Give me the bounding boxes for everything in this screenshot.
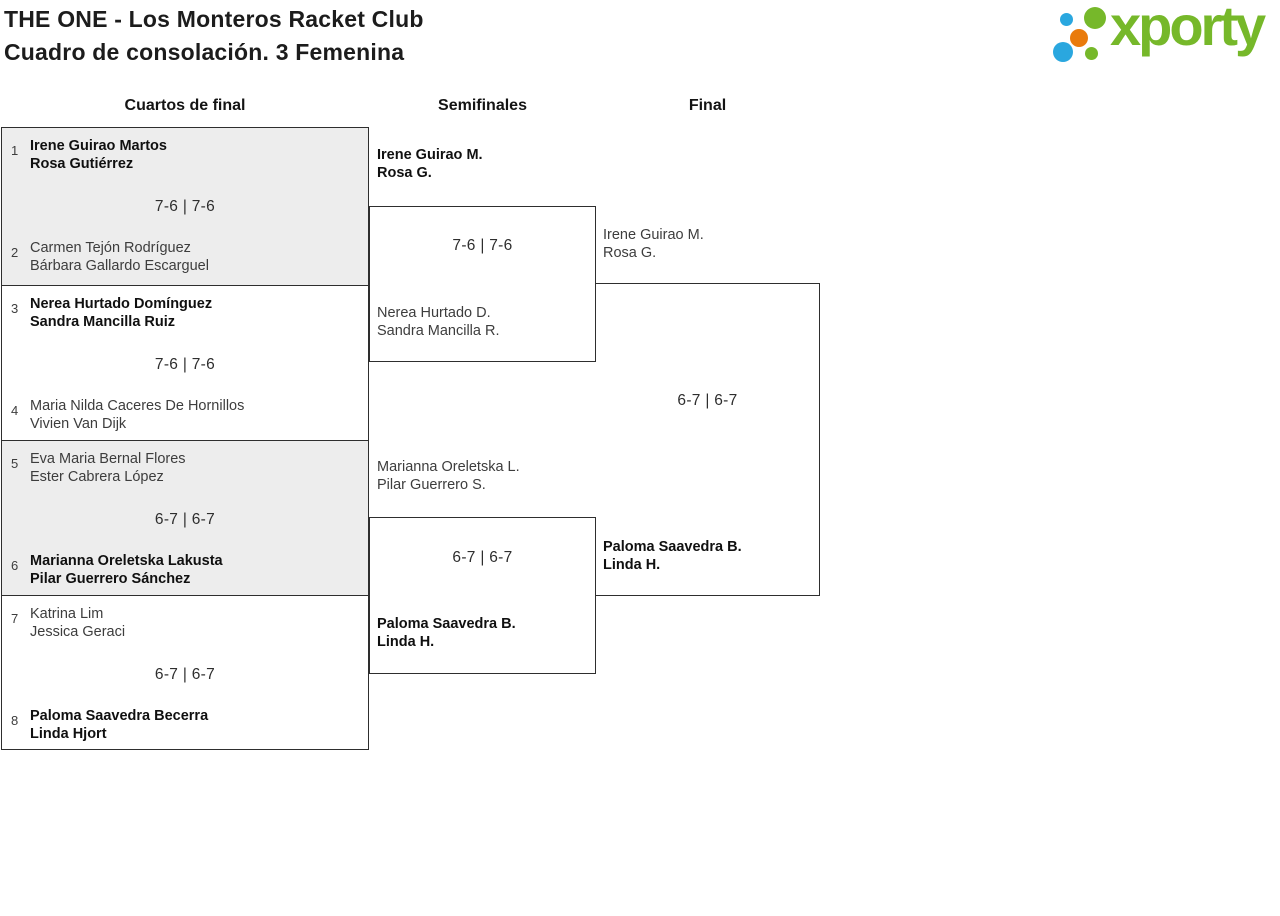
player-name: Ester Cabrera López — [30, 469, 164, 485]
player-name: Irene Guirao Martos — [30, 138, 167, 154]
round-header-final: Final — [688, 97, 727, 114]
player-name: Sandra Mancilla Ruiz — [30, 314, 176, 330]
page-title: THE ONE - Los Monteros Racket Club Cuadr… — [4, 3, 424, 69]
team-pair: Maria Nilda Caceres De Hornillos Vivien … — [30, 397, 244, 433]
logo-dot-blue-big — [1053, 42, 1073, 62]
team-pair: Katrina Lim Jessica Geraci — [30, 605, 125, 641]
team-pair: Eva Maria Bernal Flores Ester Cabrera Ló… — [30, 450, 186, 486]
team-pair: Marianna Oreletska L. Pilar Guerrero S. — [377, 458, 520, 494]
team-pair: Paloma Saavedra Becerra Linda Hjort — [30, 707, 208, 743]
player-name: Eva Maria Bernal Flores — [30, 451, 186, 467]
player-name: Jessica Geraci — [30, 624, 126, 640]
logo-wordmark: xporty — [1110, 0, 1266, 57]
match-score: 7-6 | 7-6 — [154, 356, 216, 373]
player-name: Katrina Lim — [30, 606, 104, 622]
logo-dot-orange — [1070, 29, 1088, 47]
match-semifinal-1 — [369, 206, 596, 362]
player-name: Bárbara Gallardo Escarguel — [30, 258, 209, 274]
player-name: Rosa G. — [603, 245, 657, 261]
player-name: Sandra Mancilla R. — [377, 323, 500, 339]
match-score: 6-7 | 6-7 — [154, 666, 216, 683]
match-score: 6-7 | 6-7 — [677, 392, 738, 409]
match-final — [595, 283, 820, 596]
logo-dot-blue-small — [1060, 13, 1073, 26]
player-name: Nerea Hurtado Domínguez — [30, 296, 213, 312]
seed-number: 7 — [11, 611, 19, 626]
player-name: Marianna Oreletska Lakusta — [30, 553, 223, 569]
xporty-logo[interactable]: xporty — [1048, 0, 1276, 72]
player-name: Rosa G. — [377, 165, 432, 181]
match-score: 7-6 | 7-6 — [154, 198, 216, 215]
team-pair: Nerea Hurtado Domínguez Sandra Mancilla … — [30, 295, 212, 331]
team-pair: Paloma Saavedra B. Linda H. — [377, 615, 516, 651]
seed-number: 8 — [11, 713, 19, 728]
player-name: Irene Guirao M. — [377, 147, 483, 163]
seed-number: 6 — [11, 558, 19, 573]
match-quarterfinal-3: 5 Eva Maria Bernal Flores Ester Cabrera … — [1, 440, 369, 595]
team-pair: Irene Guirao M. Rosa G. — [603, 226, 704, 262]
seed-number: 2 — [11, 245, 19, 260]
logo-dot-green-big — [1084, 7, 1106, 29]
player-name: Marianna Oreletska L. — [377, 459, 520, 475]
player-name: Nerea Hurtado D. — [377, 305, 491, 321]
player-name: Irene Guirao M. — [603, 227, 704, 243]
bracket-name: Cuadro de consolación. 3 Femenina — [4, 39, 405, 65]
team-pair: Paloma Saavedra B. Linda H. — [603, 538, 742, 574]
player-name: Pilar Guerrero Sánchez — [30, 571, 191, 587]
team-pair: Marianna Oreletska Lakusta Pilar Guerrer… — [30, 552, 223, 588]
player-name: Carmen Tejón Rodríguez — [30, 240, 191, 256]
player-name: Linda H. — [603, 557, 661, 573]
player-name: Rosa Gutiérrez — [30, 156, 134, 172]
player-name: Vivien Van Dijk — [30, 416, 127, 432]
logo-dot-green-small — [1085, 47, 1098, 60]
round-header-semifinals: Semifinales — [438, 97, 527, 114]
seed-number: 4 — [11, 403, 19, 418]
team-pair: Nerea Hurtado D. Sandra Mancilla R. — [377, 304, 500, 340]
player-name: Linda Hjort — [30, 726, 107, 742]
player-name: Pilar Guerrero S. — [377, 477, 486, 493]
match-quarterfinal-4: 7 Katrina Lim Jessica Geraci 6-7 | 6-7 8… — [1, 595, 369, 750]
player-name: Paloma Saavedra Becerra — [30, 708, 209, 724]
seed-number: 1 — [11, 143, 19, 158]
tournament-name: THE ONE - Los Monteros Racket Club — [4, 6, 424, 32]
match-quarterfinal-1: 1 Irene Guirao Martos Rosa Gutiérrez 7-6… — [1, 127, 369, 285]
player-name: Linda H. — [377, 634, 435, 650]
team-pair: Irene Guirao M. Rosa G. — [377, 146, 483, 182]
player-name: Maria Nilda Caceres De Hornillos — [30, 398, 245, 414]
seed-number: 3 — [11, 301, 19, 316]
seed-number: 5 — [11, 456, 19, 471]
player-name: Paloma Saavedra B. — [377, 616, 516, 632]
round-header-quarterfinals: Cuartos de final — [124, 97, 246, 114]
match-score: 7-6 | 7-6 — [452, 237, 513, 254]
team-pair: Carmen Tejón Rodríguez Bárbara Gallardo … — [30, 239, 209, 275]
team-pair: Irene Guirao Martos Rosa Gutiérrez — [30, 137, 167, 173]
match-quarterfinal-2: 3 Nerea Hurtado Domínguez Sandra Mancill… — [1, 285, 369, 440]
match-score: 6-7 | 6-7 — [154, 511, 216, 528]
match-score: 6-7 | 6-7 — [452, 549, 513, 566]
player-name: Paloma Saavedra B. — [603, 539, 742, 555]
